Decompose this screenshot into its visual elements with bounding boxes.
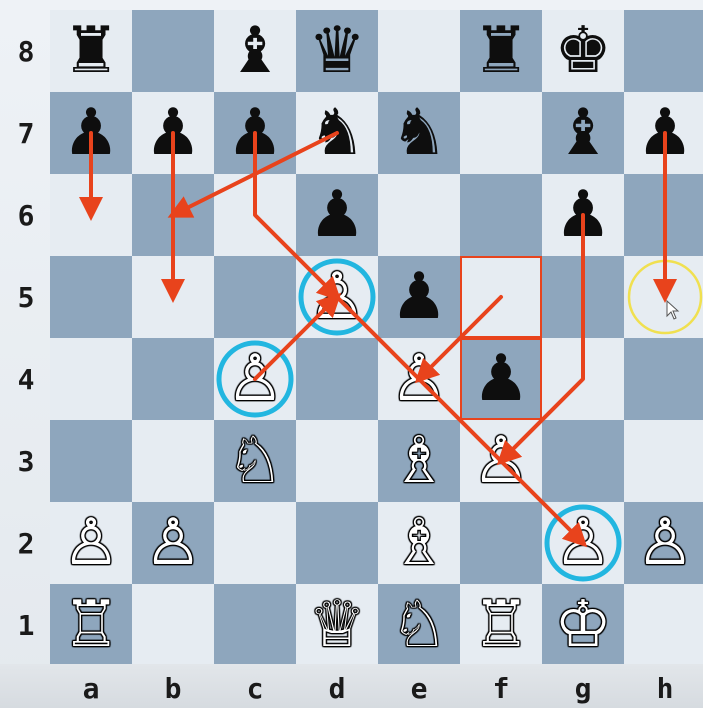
square-d4[interactable] [296,338,378,420]
white-pawn-d5[interactable]: ♙ [296,256,378,338]
rank-label-7: 7 [8,92,44,174]
white-bishop-e3[interactable]: ♗ [378,420,460,502]
black-pawn-c7[interactable]: ♟ [214,92,296,174]
square-h6[interactable] [624,174,703,256]
square-g5[interactable] [542,256,624,338]
square-f7[interactable] [460,92,542,174]
white-pawn-b2[interactable]: ♙ [132,502,214,584]
square-h1[interactable] [624,584,703,666]
rank-label-1: 1 [8,584,44,666]
white-king-g1[interactable]: ♔ [542,584,624,666]
white-bishop-e2[interactable]: ♗ [378,502,460,584]
rank-label-3: 3 [8,420,44,502]
rank-label-4: 4 [8,338,44,420]
square-g3[interactable] [542,420,624,502]
square-g4[interactable] [542,338,624,420]
rank-label-2: 2 [8,502,44,584]
square-b6[interactable] [132,174,214,256]
black-knight-d7[interactable]: ♞ [296,92,378,174]
white-pawn-c4[interactable]: ♙ [214,338,296,420]
black-knight-e7[interactable]: ♞ [378,92,460,174]
white-knight-c3[interactable]: ♘ [214,420,296,502]
square-e6[interactable] [378,174,460,256]
square-c2[interactable] [214,502,296,584]
rank-label-6: 6 [8,174,44,256]
square-f6[interactable] [460,174,542,256]
square-c5[interactable] [214,256,296,338]
black-pawn-f4[interactable]: ♟ [460,338,542,420]
square-a5[interactable] [50,256,132,338]
black-pawn-g6[interactable]: ♟ [542,174,624,256]
white-pawn-h2[interactable]: ♙ [624,502,703,584]
white-pawn-a2[interactable]: ♙ [50,502,132,584]
black-bishop-c8[interactable]: ♝ [214,10,296,92]
black-pawn-a7[interactable]: ♟ [50,92,132,174]
square-a3[interactable] [50,420,132,502]
square-b5[interactable] [132,256,214,338]
square-h3[interactable] [624,420,703,502]
square-b8[interactable] [132,10,214,92]
square-d2[interactable] [296,502,378,584]
black-rook-f8[interactable]: ♜ [460,10,542,92]
square-f5[interactable] [460,256,542,338]
square-h8[interactable] [624,10,703,92]
square-d3[interactable] [296,420,378,502]
square-h5[interactable] [624,256,703,338]
square-h4[interactable] [624,338,703,420]
black-pawn-e5[interactable]: ♟ [378,256,460,338]
black-rook-a8[interactable]: ♜ [50,10,132,92]
black-bishop-g7[interactable]: ♝ [542,92,624,174]
square-a6[interactable] [50,174,132,256]
square-f2[interactable] [460,502,542,584]
file-label-b: b [132,668,214,708]
white-pawn-g2[interactable]: ♙ [542,502,624,584]
square-c1[interactable] [214,584,296,666]
file-label-d: d [296,668,378,708]
white-rook-f1[interactable]: ♖ [460,584,542,666]
white-pawn-e4[interactable]: ♙ [378,338,460,420]
chess-board[interactable]: ♜♝♛♜♚♟♟♟♞♞♝♟♟♟♙♟♙♙♟♘♗♙♙♙♗♙♙♖♕♘♖♔ [50,10,703,666]
square-e8[interactable] [378,10,460,92]
file-label-a: a [50,668,132,708]
black-king-g8[interactable]: ♚ [542,10,624,92]
white-queen-d1[interactable]: ♕ [296,584,378,666]
square-b4[interactable] [132,338,214,420]
file-label-f: f [460,668,542,708]
square-b3[interactable] [132,420,214,502]
black-queen-d8[interactable]: ♛ [296,10,378,92]
black-pawn-d6[interactable]: ♟ [296,174,378,256]
square-b1[interactable] [132,584,214,666]
file-label-c: c [214,668,296,708]
black-pawn-h7[interactable]: ♟ [624,92,703,174]
file-label-h: h [624,668,703,708]
rank-label-8: 8 [8,10,44,92]
file-label-g: g [542,668,624,708]
white-knight-e1[interactable]: ♘ [378,584,460,666]
rank-label-5: 5 [8,256,44,338]
square-c6[interactable] [214,174,296,256]
file-label-e: e [378,668,460,708]
black-pawn-b7[interactable]: ♟ [132,92,214,174]
square-a4[interactable] [50,338,132,420]
white-pawn-f3[interactable]: ♙ [460,420,542,502]
white-rook-a1[interactable]: ♖ [50,584,132,666]
